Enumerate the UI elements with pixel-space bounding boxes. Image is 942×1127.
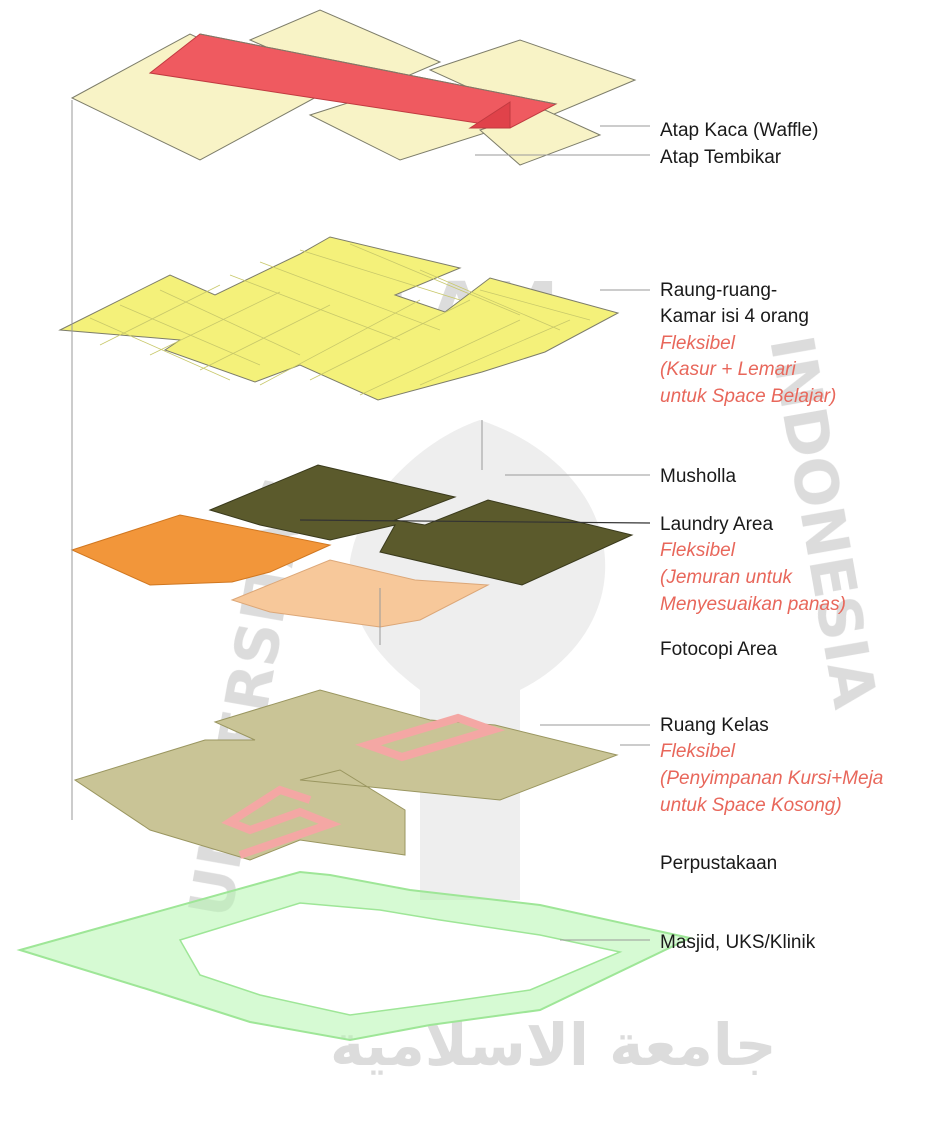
label-laundry: Laundry Area <box>660 514 773 535</box>
label-perpustakaan: Perpustakaan <box>660 853 777 874</box>
note-kamar-line1: Fleksibel <box>660 333 736 354</box>
classroom-storage-top <box>355 713 505 762</box>
rooms-layer <box>58 236 620 401</box>
musholla-floor <box>208 464 634 586</box>
note-kamar-line2: (Kasur + Lemari <box>660 359 796 380</box>
label-kamar-line1: Raung-ruang- <box>660 280 777 301</box>
note-laundry-line2: (Jemuran untuk <box>660 567 794 588</box>
label-fotocopi: Fotocopi Area <box>660 639 778 660</box>
rooms-floor <box>58 236 620 401</box>
note-laundry-line1: Fleksibel <box>660 540 736 561</box>
note-laundry-line3: Menyesuaikan panas) <box>660 594 846 615</box>
masjid-layer <box>16 870 694 1042</box>
classroom-storage-bottom <box>221 785 342 859</box>
classroom-floor <box>73 689 619 861</box>
label-masjid: Masjid, UKS/Klinik <box>660 932 816 953</box>
note-kelas-line2: (Penyimpanan Kursi+Meja <box>660 768 883 789</box>
service-layer <box>70 464 634 628</box>
note-kelas-line1: Fleksibel <box>660 741 736 762</box>
fotocopi-floor <box>230 559 490 628</box>
label-kelas: Ruang Kelas <box>660 715 769 736</box>
label-atap-tembikar: Atap Tembikar <box>660 147 782 168</box>
classroom-layer <box>73 689 619 861</box>
label-kamar-line2: Kamar isi 4 orang <box>660 306 809 327</box>
roof-layer <box>70 9 637 166</box>
leader-lines <box>71 100 651 941</box>
masjid-inner-void <box>178 902 623 1016</box>
label-atap-kaca: Atap Kaca (Waffle) <box>660 120 818 141</box>
laundry-floor <box>70 514 332 586</box>
labels: Atap Kaca (Waffle) Atap Tembikar Raung-r… <box>660 120 883 953</box>
label-musholla: Musholla <box>660 466 736 487</box>
note-kamar-line3: untuk Space Belajar) <box>660 386 836 407</box>
note-kelas-line3: untuk Space Kosong) <box>660 795 842 816</box>
tile-roof-ridge-gable <box>468 101 511 129</box>
